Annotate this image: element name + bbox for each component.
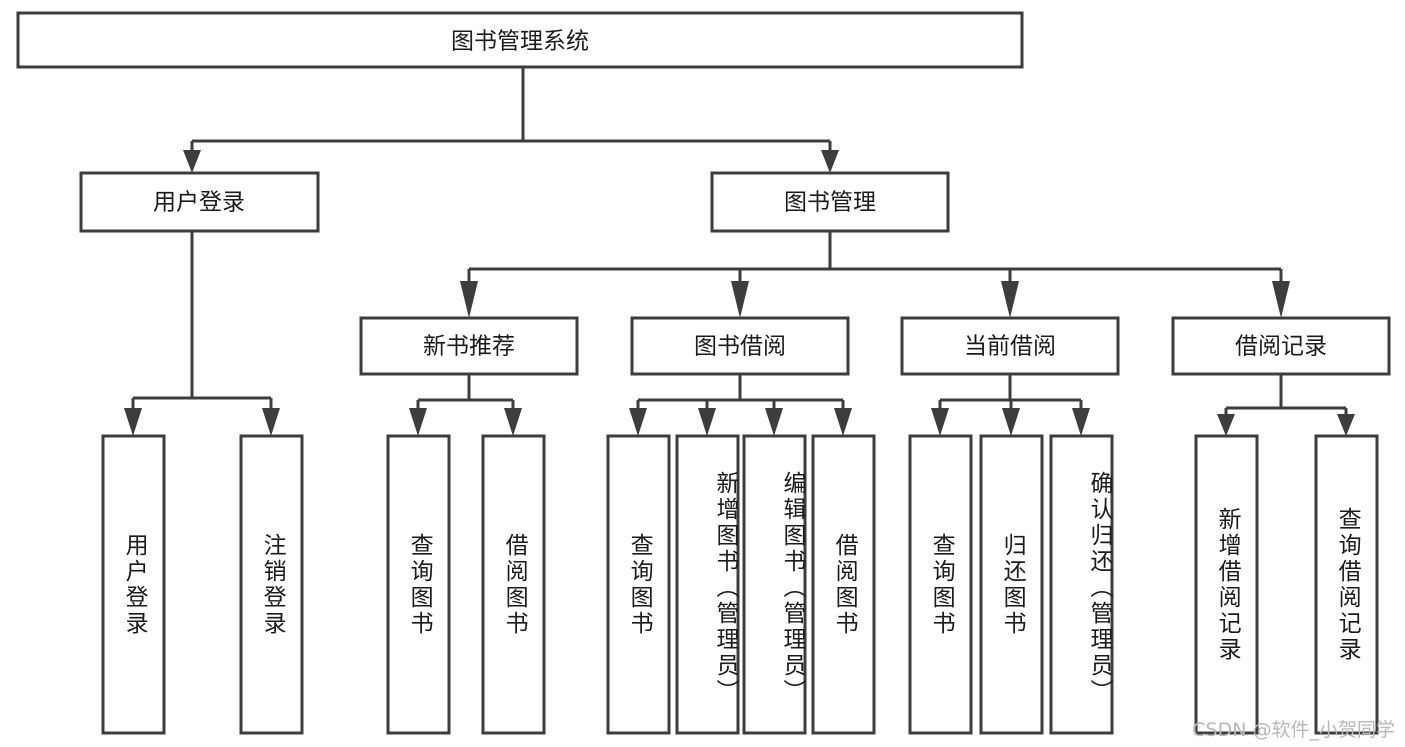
node-leaf-return-book[interactable] [979, 434, 1044, 735]
node-book-manage[interactable] [710, 171, 950, 233]
arrowhead-leaf-query-book-cur [931, 408, 949, 436]
label-book-borrow: 图书借阅 [694, 334, 786, 360]
node-leaf-add-record[interactable] [1194, 434, 1259, 735]
connector-group [124, 67, 1355, 436]
node-label-group: 图书管理系统 用户登录 图书管理 新书推荐 图书借阅 当前借阅 借阅记录 [153, 29, 1327, 360]
arrowhead-leaf-borrow-book-brw [834, 408, 852, 436]
arrowhead-leaf-add-book [698, 408, 716, 436]
node-leaf-add-book[interactable] [675, 434, 740, 735]
node-borrow-record[interactable] [1171, 316, 1391, 376]
label-current-borrow: 当前借阅 [964, 334, 1056, 360]
arrowhead-current-borrow [1001, 281, 1019, 318]
arrowhead-leaf-return-book [1002, 408, 1020, 436]
arrowhead-leaf-query-book-rec [409, 408, 427, 436]
arrowhead-leaf-borrow-book-rec [504, 408, 522, 436]
arrowhead-leaf-confirm-return [1072, 408, 1090, 436]
label-root: 图书管理系统 [451, 29, 589, 55]
arrowhead-leaf-edit-book [765, 408, 783, 436]
node-root[interactable] [16, 11, 1024, 69]
arrowhead-leaf-query-record [1337, 414, 1355, 436]
label-new-book-recommend: 新书推荐 [423, 334, 515, 360]
label-borrow-record: 借阅记录 [1235, 334, 1327, 360]
node-leaf-query-record[interactable] [1314, 434, 1379, 735]
arrowhead-book-borrow [731, 281, 749, 318]
node-leaf-user-login[interactable] [101, 434, 166, 735]
arrowhead-leaf-query-book-brw [629, 408, 647, 436]
node-current-borrow[interactable] [900, 316, 1120, 376]
node-new-book-recommend[interactable] [359, 316, 579, 376]
node-leaf-borrow-book-brw[interactable] [811, 434, 876, 735]
arrowhead-userlogin [183, 150, 201, 173]
arrowhead-borrow-record [1272, 281, 1290, 318]
arrowhead-leaf-user-login [124, 408, 142, 436]
node-leaf-edit-book[interactable] [742, 434, 807, 735]
node-box-group [16, 11, 1391, 735]
label-book-manage: 图书管理 [784, 190, 876, 216]
node-leaf-query-book-brw[interactable] [606, 434, 671, 735]
arrowhead-leaf-add-record [1217, 414, 1235, 436]
csdn-watermark: CSDN @软件_小贺同学 [1192, 719, 1395, 741]
node-leaf-borrow-book-rec[interactable] [481, 434, 546, 735]
node-leaf-query-book-rec[interactable] [386, 434, 451, 735]
arrowhead-newbook-rec [460, 281, 478, 318]
node-user-login[interactable] [79, 171, 320, 233]
arrowhead-leaf-logout [262, 408, 280, 436]
label-user-login: 用户登录 [153, 190, 245, 216]
node-book-borrow[interactable] [630, 316, 850, 376]
node-leaf-confirm-return[interactable] [1049, 434, 1114, 735]
arrowhead-bookmanage [821, 150, 839, 173]
node-leaf-query-book-cur[interactable] [908, 434, 973, 735]
node-leaf-logout[interactable] [239, 434, 304, 735]
